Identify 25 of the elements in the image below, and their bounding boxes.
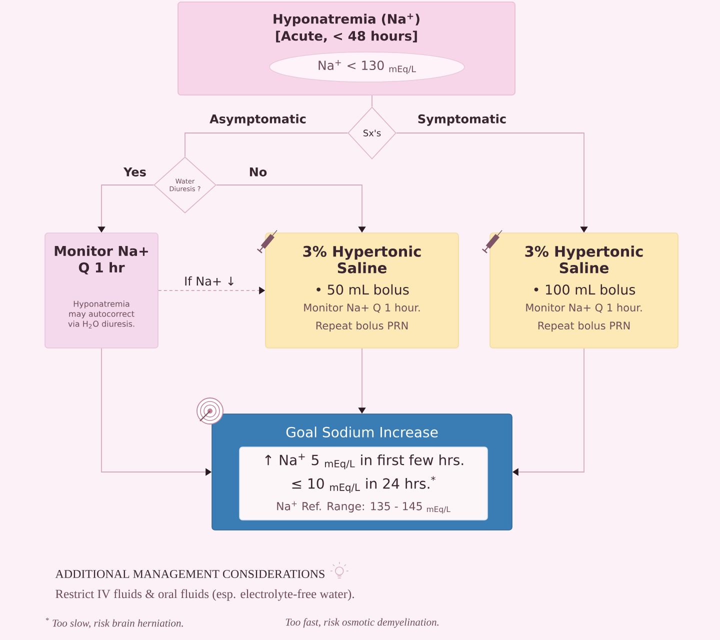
note-text: Hyponatremia may autocorrect via H$_{2}$O diuresis. (68, 300, 134, 328)
footnote-text: $^{*}$ Too slow, risk brain herniation. (46, 618, 183, 628)
box-title: 3% Hypertonic Saline (303, 246, 421, 274)
section-heading: ADDITIONAL MANAGEMENT CONSIDERATIONS (55, 570, 324, 578)
edge-label: No (247, 166, 269, 178)
diamond-text: Sx's (364, 130, 381, 136)
box-title: Monitor Na+ Q 1 hr (54, 246, 148, 274)
edge-label: If Na+ ↓ (182, 274, 238, 288)
connector-line (184, 132, 348, 158)
info-text: Na$^{+}$ Ref. Range: 135 - 145 $_{mEq/L}$ (277, 501, 450, 514)
box-title: 3% Hypertonic Saline (525, 246, 643, 274)
note-text: Monitor Na+ Q 1 hour. Repeat bolus PRN (526, 303, 642, 332)
edge-label: Yes (122, 166, 148, 178)
bullet-text: • 100 mL bolus (534, 284, 636, 295)
box-title: Hyponatremia (Na$^{+}$) [Acute, < 48 hours] (274, 14, 420, 42)
info-text: ↑ Na$^{+}$ 5 $_{mEq/L}$ in first few hrs. (265, 454, 464, 470)
edge-label: Symptomatic (416, 112, 508, 128)
footnote-text: Too fast, risk osmotic demyelination. (286, 618, 438, 628)
heading-text: Goal Sodium Increase (286, 426, 438, 438)
note-text: Restrict IV fluids & oral fluids (esp. electrolyte-free water). (56, 589, 354, 601)
ellipse-text: Na$^{+}$ < 130 $_{mEq/L}$ (318, 60, 416, 74)
bullet-text: • 50 mL bolus (316, 284, 409, 295)
info-text: ≤ 10 $_{mEq/L}$ in 24 hrs.$^{*}$ (292, 476, 436, 493)
edge-label: Asymptomatic (208, 112, 308, 128)
note-text: Monitor Na+ Q 1 hour. Repeat bolus PRN (304, 303, 420, 332)
